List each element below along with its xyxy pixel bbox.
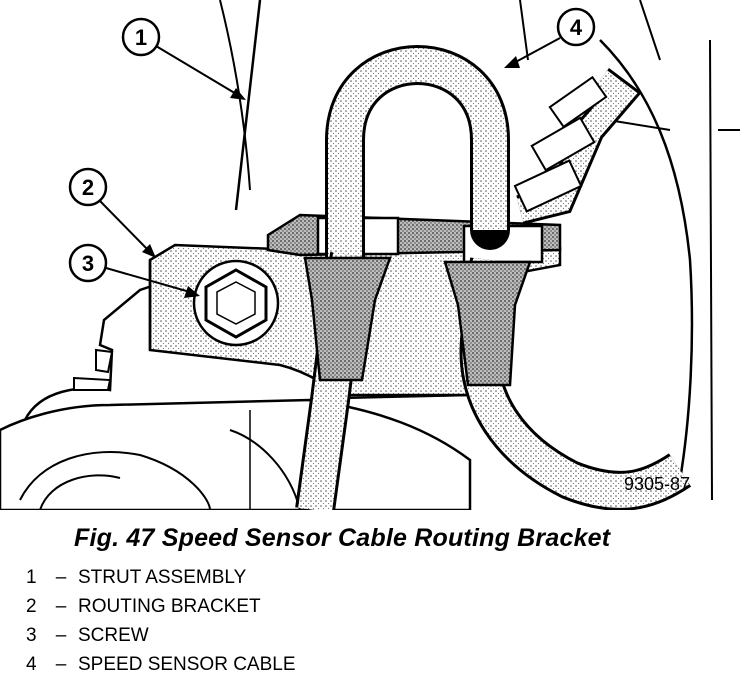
legend-number: 1	[26, 567, 37, 588]
figure-code: 9305-87	[624, 474, 690, 494]
callout-4-number: 4	[570, 15, 583, 40]
legend-separator: –	[55, 596, 67, 617]
figure-caption: Fig. 47 Speed Sensor Cable Routing Brack…	[74, 524, 611, 552]
legend-label: STRUT ASSEMBLY	[78, 567, 247, 588]
callout-3-circle	[68, 243, 108, 283]
callout-3-leader	[105, 267, 191, 293]
callout-1-arrowhead	[230, 88, 246, 100]
callout-1-number: 1	[135, 25, 147, 50]
bracket-illustration: 1 2 3 4 9305-87	[0, 0, 740, 510]
legend-number: 4	[26, 654, 37, 675]
legend-item: 4–SPEED SENSOR CABLE	[26, 650, 296, 679]
legend-separator: –	[55, 654, 67, 675]
callout-1: 1	[121, 17, 246, 100]
callout-4-circle	[556, 7, 596, 47]
legend-label: SCREW	[78, 625, 149, 646]
legend-separator: –	[55, 567, 67, 588]
callout-2-arrowhead	[142, 244, 156, 258]
callout-legend: 1–STRUT ASSEMBLY 2–ROUTING BRACKET 3–SCR…	[26, 563, 296, 679]
callout-1-leader	[155, 45, 239, 96]
callout-4-leader	[511, 37, 561, 65]
callout-1-circle	[121, 17, 161, 57]
speed-sensor-cable-shape	[295, 45, 692, 510]
legend-item: 2–ROUTING BRACKET	[26, 592, 296, 621]
callout-3-number: 3	[82, 251, 94, 276]
screw-shape	[192, 259, 280, 347]
legend-item: 1–STRUT ASSEMBLY	[26, 563, 296, 592]
callout-4-arrowhead	[504, 56, 520, 68]
callout-3: 3	[68, 243, 200, 298]
legend-number: 3	[26, 625, 37, 646]
legend-label: ROUTING BRACKET	[78, 596, 261, 617]
background-body-lines	[219, 0, 740, 501]
legend-item: 3–SCREW	[26, 621, 296, 650]
callout-4: 4	[504, 7, 596, 68]
callout-2-circle	[68, 167, 108, 207]
legend-separator: –	[55, 625, 67, 646]
legend-number: 2	[26, 596, 37, 617]
callout-2-number: 2	[82, 175, 94, 200]
callout-2: 2	[68, 167, 156, 258]
legend-label: SPEED SENSOR CABLE	[78, 654, 296, 675]
callout-2-leader	[99, 200, 151, 253]
callout-3-arrowhead	[184, 286, 200, 298]
